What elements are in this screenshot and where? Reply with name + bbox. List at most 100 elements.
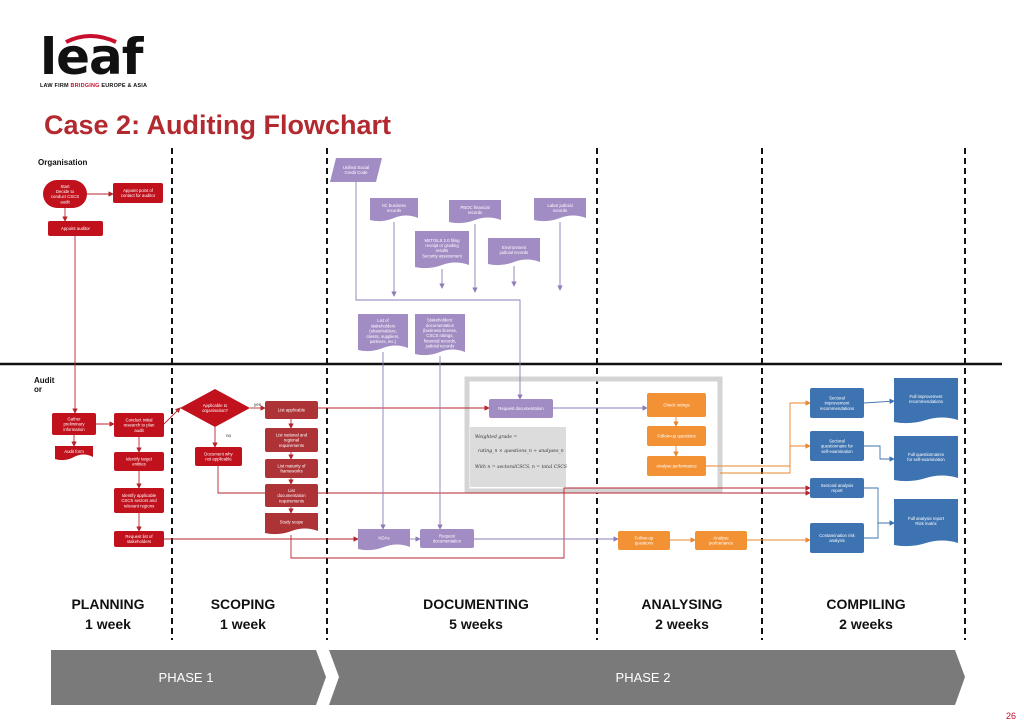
list-documentation-box-shape bbox=[265, 484, 318, 507]
miit-ratings-doc-text: receipt or grading bbox=[425, 243, 459, 248]
full-questionnaire-doc-text: Full questionnaires bbox=[908, 452, 944, 457]
stakeholder-docs-doc: Stakeholders'documentation(business lice… bbox=[415, 314, 465, 356]
stakeholder-docs-doc-text: judicial records bbox=[425, 344, 455, 349]
contamination-box-shape bbox=[810, 523, 864, 553]
sectoral-analysis-box-shape bbox=[810, 478, 864, 498]
followup-questions-lower-box-shape bbox=[618, 531, 670, 550]
audit-form-doc: Audit form bbox=[55, 446, 93, 461]
request-doc-upper-box-shape bbox=[489, 399, 553, 418]
not-applicable-box-shape bbox=[195, 447, 242, 466]
list-documentation-box-text: List bbox=[288, 488, 295, 493]
analysis-frame bbox=[464, 376, 723, 494]
connector-arrow bbox=[706, 400, 811, 467]
gather-info-box-text: information bbox=[63, 427, 85, 432]
connector-arrow bbox=[163, 407, 181, 425]
applicable-decision-text: Applicable to bbox=[203, 403, 228, 408]
environment-records-doc-text: Environment bbox=[502, 245, 527, 250]
start-terminal-text: Start bbox=[60, 184, 70, 189]
stakeholder-docs-doc-shape bbox=[415, 314, 465, 356]
request-stakeholders-box-text: stakeholders bbox=[127, 539, 151, 544]
contamination-box-text: analysis bbox=[829, 538, 845, 543]
sectoral-improvement-box-text: improvement bbox=[825, 401, 851, 406]
leaf-logo: leaf LAW FIRM BRIDGING EUROPE & ASIA bbox=[40, 32, 147, 89]
miit-ratings-doc-text: MIIT/SLS 2.0 filing bbox=[424, 238, 460, 243]
list-national-box-text: List national and bbox=[276, 432, 308, 437]
sectoral-analysis-box-text: report bbox=[831, 488, 843, 493]
gather-info-box-text: Gather bbox=[67, 416, 81, 421]
phase-2-banner: PHASE 2 bbox=[329, 650, 965, 705]
stakeholder-docs-doc-text: Stakeholders' bbox=[427, 318, 453, 323]
phase-1-label: PHASE 1 bbox=[159, 670, 214, 685]
contamination-box-text: Contamination risk bbox=[819, 533, 855, 538]
environment-records-doc-text: judicial records bbox=[499, 250, 529, 255]
initial-research-box-text: audit bbox=[134, 428, 144, 433]
request-doc-lower-box-shape bbox=[420, 529, 474, 548]
audit-form-doc-shape bbox=[55, 446, 93, 461]
full-questionnaire-doc-shape bbox=[894, 436, 958, 482]
followup-questions-box-shape bbox=[647, 426, 706, 446]
unified-code-input-shape bbox=[330, 158, 382, 182]
stakeholder-list-doc-text: clients, suppliers, bbox=[367, 334, 400, 339]
list-maturity-box-shape bbox=[265, 459, 318, 478]
applicable-decision-shape bbox=[180, 389, 250, 427]
analyse-performance-box: Analyse performance bbox=[647, 456, 706, 476]
appoint-auditor-box: Appoint auditor bbox=[48, 221, 103, 236]
analyse-performance-lower-box-text: performance bbox=[709, 541, 734, 546]
miit-ratings-doc-text: results bbox=[436, 248, 449, 253]
stakeholder-list-doc-text: stakeholders bbox=[371, 323, 395, 328]
page-number: 26 bbox=[1005, 711, 1016, 721]
miit-ratings-doc-shape bbox=[415, 231, 469, 269]
decision-label: yes bbox=[254, 402, 262, 407]
sectoral-questionnaire-box-text: Sectoral bbox=[829, 438, 845, 443]
identify-sectors-box-text: CSCS sectors and bbox=[121, 498, 157, 503]
check-ratings-box-shape bbox=[647, 393, 706, 417]
identify-sectors-box-text: relevant regions bbox=[124, 503, 155, 508]
stakeholder-docs-doc-text: documentation bbox=[426, 323, 455, 328]
not-applicable-box-text: Document why bbox=[204, 452, 233, 457]
formula-line-3: With n = sectoralCSCS, n = total CSCS bbox=[475, 464, 567, 470]
request-doc-upper-box-text: Request documentation bbox=[498, 406, 544, 411]
appoint-auditor-box-shape bbox=[48, 221, 103, 236]
identify-entities-box-text: entities bbox=[132, 462, 146, 467]
connector-arrow bbox=[217, 466, 811, 496]
followup-questions-lower-box-text: questions bbox=[635, 541, 653, 546]
request-doc-upper-box: Request documentation bbox=[489, 399, 553, 418]
ndas-doc-text: NDAs bbox=[378, 536, 389, 541]
sectoral-questionnaire-box-text: questionnaire for bbox=[821, 444, 854, 449]
pboc-records-doc-text: PBOC financial bbox=[460, 205, 489, 210]
identify-entities-box-text: Identify target bbox=[126, 457, 153, 462]
not-applicable-box-text: not applicable bbox=[205, 457, 232, 462]
sectoral-improvement-box-text: Sectoral bbox=[829, 395, 845, 400]
full-improvement-doc-text: Full improvement bbox=[910, 394, 944, 399]
formula-panel bbox=[470, 427, 566, 487]
connector-arrow bbox=[864, 487, 895, 526]
appoint-contact-box-shape bbox=[113, 183, 163, 203]
appoint-contact-box-text: Appoint point of bbox=[123, 188, 154, 193]
list-documentation-box-text: requirements bbox=[279, 498, 304, 503]
formula-line-2: rating_n × questions_n ÷ analyses_n bbox=[478, 448, 564, 454]
connectors bbox=[62, 182, 895, 559]
stakeholder-list-doc-text: List of bbox=[377, 318, 389, 323]
stakeholder-list-doc: List ofstakeholders(shareholders,clients… bbox=[358, 314, 408, 352]
list-documentation-box-text: documentation bbox=[277, 493, 306, 498]
connector-arrow bbox=[290, 485, 811, 559]
lane-organisation: Organisation bbox=[38, 158, 88, 167]
list-national-box-text: regional bbox=[284, 438, 299, 443]
analyse-performance-lower-box-shape bbox=[695, 531, 747, 550]
followup-questions-lower-box-text: Follow-up bbox=[635, 536, 654, 541]
